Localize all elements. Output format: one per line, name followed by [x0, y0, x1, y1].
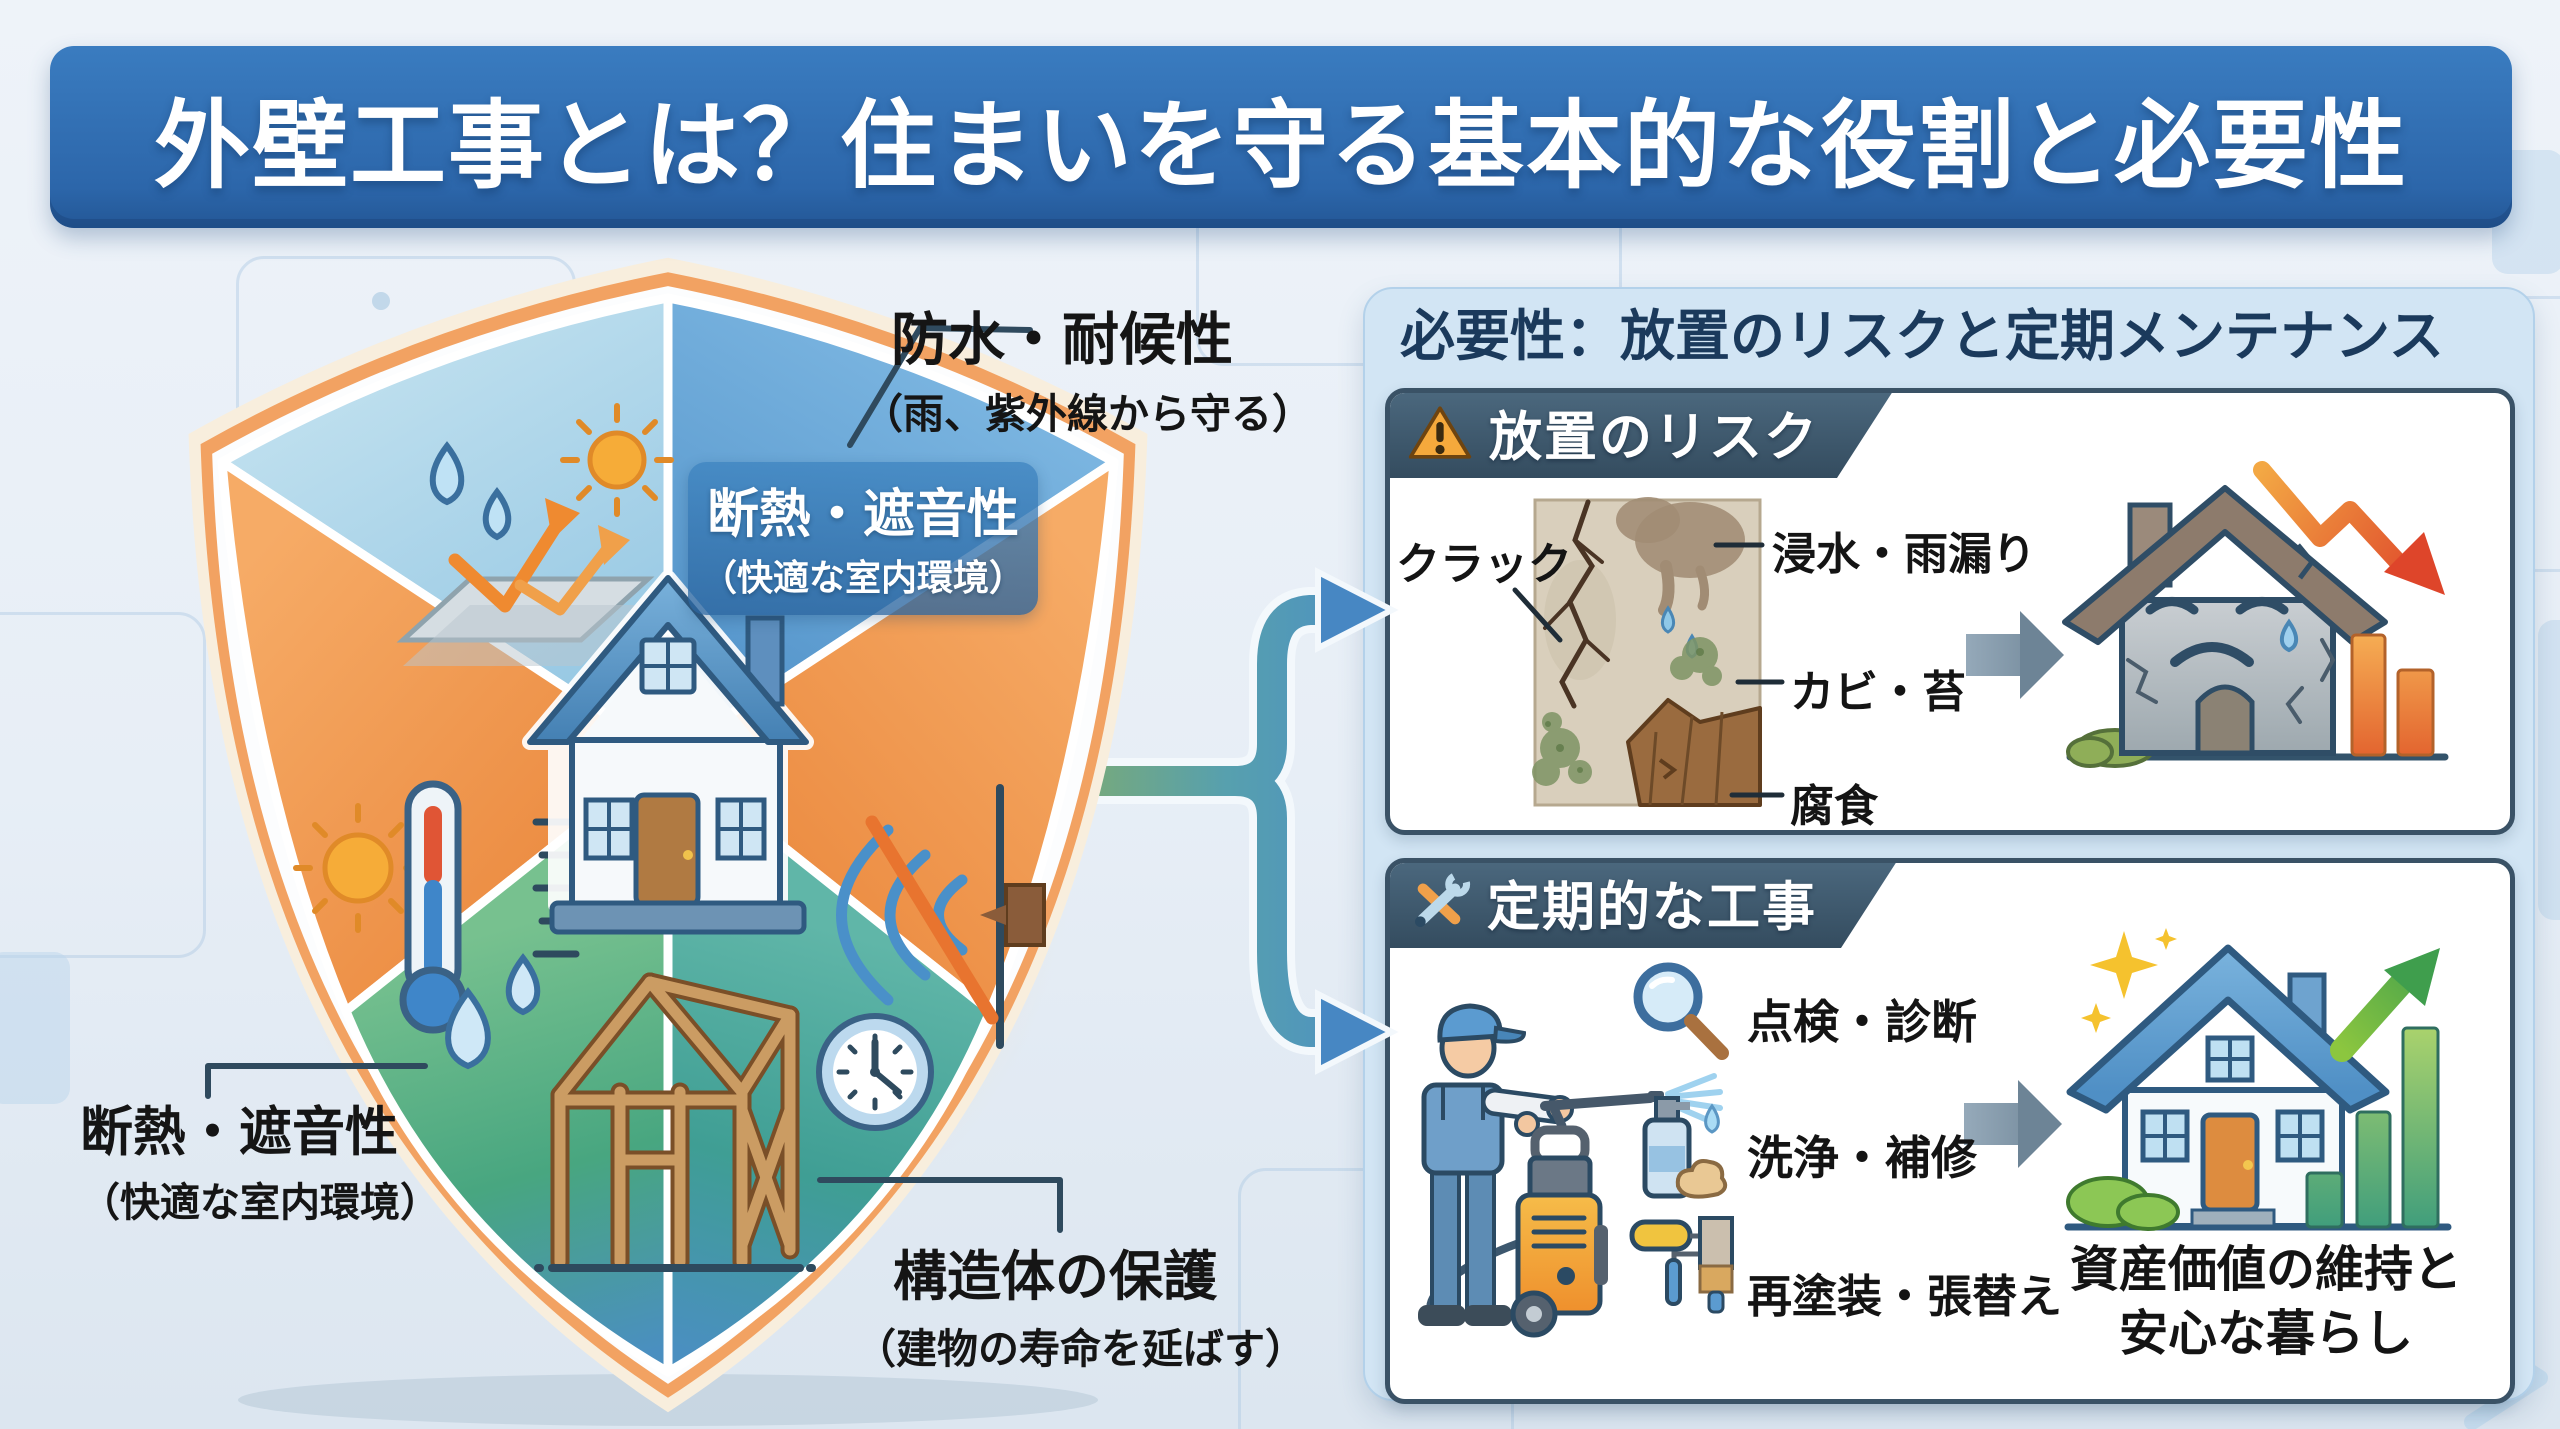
insulation-label-sub: （快適な室内環境）	[80, 1181, 440, 1225]
structure-label: 構造体の保護 （建物の寿命を延ばす）	[855, 1232, 1306, 1375]
risk-panel-title: 放置のリスク	[1489, 408, 1819, 467]
maintenance-result-line1: 資産価値の維持と	[2069, 1243, 2462, 1297]
background-pattern-block-1	[0, 952, 70, 1104]
risk-label-leak: 浸水・雨漏り	[1772, 530, 2036, 579]
tools-icon	[1407, 871, 1471, 935]
maintenance-panel-title: 定期的な工事	[1487, 878, 1817, 937]
background-pattern-block-3	[2538, 620, 2560, 920]
waterproof-label-sub: （雨、紫外線から守る）	[862, 391, 1313, 437]
risk-panel-header: 放置のリスク	[1385, 388, 1895, 478]
risk-label-rot: 腐食	[1790, 782, 1878, 831]
waterproof-label: 防水・耐候性 （雨、紫外線から守る）	[862, 294, 1313, 440]
waterproof-label-main: 防水・耐候性	[891, 308, 1233, 372]
title-banner: 外壁工事とは？住まいを守る基本的な役割と必要性	[50, 46, 2512, 228]
maintenance-result-text: 資産価値の維持と 安心な暮らし	[2050, 1238, 2482, 1366]
maintenance-result-line2: 安心な暮らし	[2118, 1307, 2413, 1361]
page-title: 外壁工事とは？住まいを守る基本的な役割と必要性	[154, 92, 2408, 200]
insulation-label: 断熱・遮音性 （快適な室内環境）	[80, 1090, 440, 1228]
maintenance-item-repaint: 再塗装・張替え	[1747, 1271, 2063, 1322]
maintenance-item-inspection: 点検・診断	[1747, 996, 1977, 1048]
insulation-badge: 断熱・遮音性 （快適な室内環境）	[688, 462, 1038, 615]
insulation-badge-sub: （快適な室内環境）	[700, 557, 1025, 598]
warning-icon	[1407, 403, 1473, 463]
insulation-badge-main: 断熱・遮音性	[706, 486, 1019, 544]
necessity-heading: 必要性：放置のリスクと定期メンテナンス	[1400, 305, 2444, 367]
risk-label-mold: カビ・苔	[1790, 668, 1966, 717]
insulation-label-main: 断熱・遮音性	[80, 1103, 398, 1162]
structure-label-sub: （建物の寿命を延ばす）	[855, 1326, 1306, 1372]
risk-label-crack: クラック	[1396, 540, 1572, 589]
maintenance-item-cleaning: 洗浄・補修	[1747, 1132, 1977, 1184]
maintenance-panel-header: 定期的な工事	[1385, 858, 1899, 948]
risk-panel: 放置のリスク	[1385, 388, 2515, 835]
structure-label-main: 構造体の保護	[893, 1247, 1217, 1307]
